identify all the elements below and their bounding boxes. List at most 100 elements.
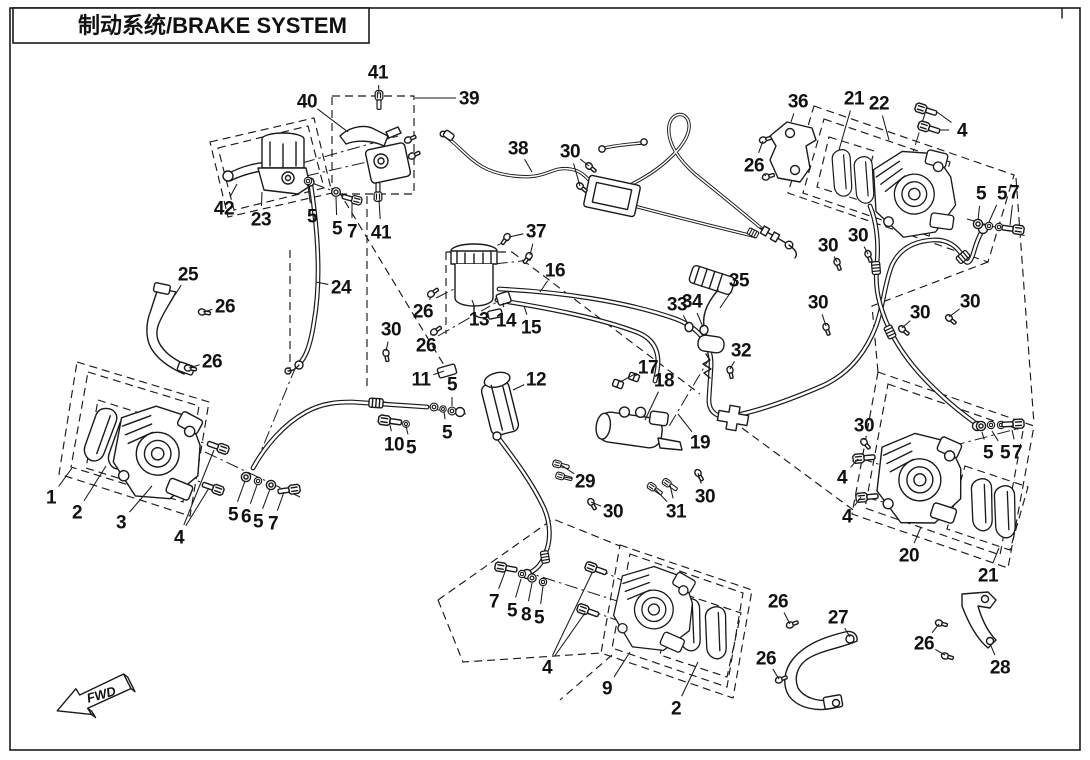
part-number: 26 [744,156,764,177]
callout-18: 18 [644,371,675,421]
leader-line [881,115,890,141]
part-number: 30 [848,226,868,247]
junction-unit [551,406,706,512]
part-number: 5 [406,438,417,459]
leader-line [697,472,702,484]
leader-line [681,661,699,697]
part-number: 6 [241,507,251,528]
leader-line [977,205,981,221]
part-number: 21 [844,89,865,110]
leader-line [512,384,525,391]
callout-35: 35 [719,271,750,309]
leader-line [682,315,689,325]
callout-26: 26 [744,140,767,177]
callout-42: 42 [214,183,238,220]
leader-line [863,246,869,255]
leader-line [644,391,659,421]
callout-5: 5 [253,488,271,533]
leader-line [385,341,389,352]
leader-line [523,305,528,315]
callout-17: 17 [619,358,659,383]
leader-line [202,308,213,313]
callout-5: 5 [991,430,1011,464]
part-number: 16 [545,261,565,282]
leader-line [854,496,862,506]
part-number: 7 [347,222,357,243]
callout-10: 10 [384,424,405,456]
part-number: 30 [560,142,580,163]
leader-line [696,312,704,328]
part-number: 37 [526,222,546,243]
part-number: 31 [666,502,687,523]
part-number: 22 [869,94,889,115]
part-number: 10 [384,435,404,456]
part-number: 27 [828,608,848,629]
part-number: 7 [489,592,499,613]
part-number: 20 [899,546,919,567]
page-title: 制动系统/BRAKE SYSTEM [78,13,347,38]
rear-reservoir [425,231,535,338]
leader-line [634,373,638,377]
part-number: 30 [603,502,623,523]
callout-5: 5 [534,585,545,629]
leader-line [936,111,952,123]
leader-line [236,480,246,502]
leader-line [174,284,182,296]
parking-cable [439,112,798,259]
leader-line [335,196,338,216]
part-number: 14 [496,311,517,332]
callout-32: 32 [729,341,752,370]
leader-line [981,431,985,440]
leader-line [948,308,960,318]
part-number: 40 [297,92,317,113]
callout-34: 34 [682,292,703,328]
callout-7: 7 [489,571,506,613]
leader-line [844,627,851,638]
cable-junction [583,174,641,218]
part-number: 4 [842,507,853,528]
callout-13: 13 [469,299,490,331]
leader-line [790,113,795,123]
callout-41: 41 [371,199,392,244]
callout-5: 5 [307,185,318,228]
part-number: 24 [331,278,352,299]
part-number: 42 [214,199,234,220]
callout-26: 26 [188,352,223,373]
leader-line [729,360,735,370]
part-number: 5 [976,184,987,205]
part-number: 26 [202,352,222,373]
callout-7: 7 [347,203,358,243]
part-number: 5 [332,219,343,240]
part-number: 26 [756,649,776,670]
part-number: 8 [521,605,531,626]
leader-line [443,411,446,420]
callout-39: 39 [415,89,480,110]
leader-line [552,572,593,656]
leader-line [276,491,285,511]
part-number: 7 [1012,443,1022,464]
leader-line [590,501,602,507]
callout-1: 1 [46,467,73,509]
part-number: 30 [910,303,930,324]
part-number: 23 [251,210,271,231]
callout-41: 41 [368,63,389,95]
part-number: 9 [602,679,612,700]
part-number: 33 [667,295,687,316]
caliper-guard-25 [146,282,212,376]
part-number: 30 [854,416,874,437]
callout-26: 26 [914,623,946,656]
leader-line [83,465,107,502]
callout-30: 30 [560,142,590,187]
leader-line [540,585,544,605]
leader-line [783,612,791,625]
front-master-cylinder [222,132,315,195]
part-number: 39 [459,89,479,110]
bracket-28 [934,591,997,662]
callout-5: 5 [981,431,994,464]
leader-line [315,281,329,285]
callout-14: 14 [496,302,517,332]
callout-12: 12 [512,370,547,391]
leader-line [719,290,733,309]
leader-line [471,299,475,307]
